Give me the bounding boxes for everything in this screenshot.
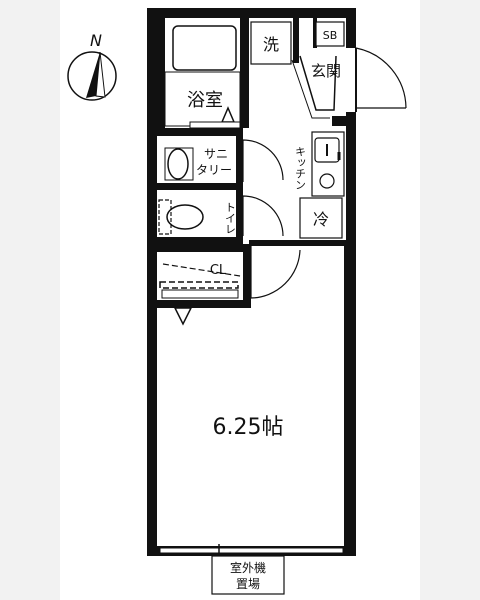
bath-label: 浴室 <box>187 90 223 111</box>
outdoor-unit-area <box>211 555 285 595</box>
toilet-tank <box>158 199 172 235</box>
closet-door <box>161 289 239 299</box>
main-room-door <box>250 246 301 299</box>
entrance-step <box>299 55 337 111</box>
entrance-label: 玄関 <box>311 62 341 80</box>
sb-label: SB <box>323 29 338 42</box>
washer-space <box>250 21 292 65</box>
toilet-door <box>242 195 284 237</box>
toilet-label: トイレ <box>224 202 237 235</box>
sanitary-door <box>242 139 284 182</box>
sink-bowl <box>167 148 189 180</box>
fridge-space <box>299 197 343 239</box>
main-room-label: 6.25帖 <box>213 415 284 440</box>
sink-counter <box>164 147 194 181</box>
closet-shelf <box>162 263 241 277</box>
washer-label: 洗 <box>263 35 279 54</box>
bath-door <box>189 121 241 129</box>
entrance-step-edge <box>291 59 330 119</box>
kitchen-label: キッチン <box>294 146 307 190</box>
front-door <box>355 47 407 112</box>
bath-entry-arrow <box>220 106 236 123</box>
bathtub <box>172 25 237 71</box>
kitchen-sink <box>314 137 340 163</box>
closet-rail <box>159 281 239 289</box>
sanitary-label-1: サニ <box>204 147 228 161</box>
stove-burner <box>319 173 335 189</box>
fridge-label: 冷 <box>313 210 329 229</box>
toilet-bowl <box>166 204 204 230</box>
compass-icon <box>67 51 117 101</box>
sanitary-label-2: タリー <box>196 163 232 177</box>
room-entry-arrow <box>173 307 193 326</box>
outdoor-unit-label-2: 置場 <box>236 577 260 591</box>
compass-north-label: N <box>90 31 102 50</box>
closet-label: CL <box>210 263 227 278</box>
interior-walls <box>157 18 349 308</box>
outdoor-unit-label-1: 室外機 <box>230 560 266 575</box>
sb-box <box>315 21 345 47</box>
